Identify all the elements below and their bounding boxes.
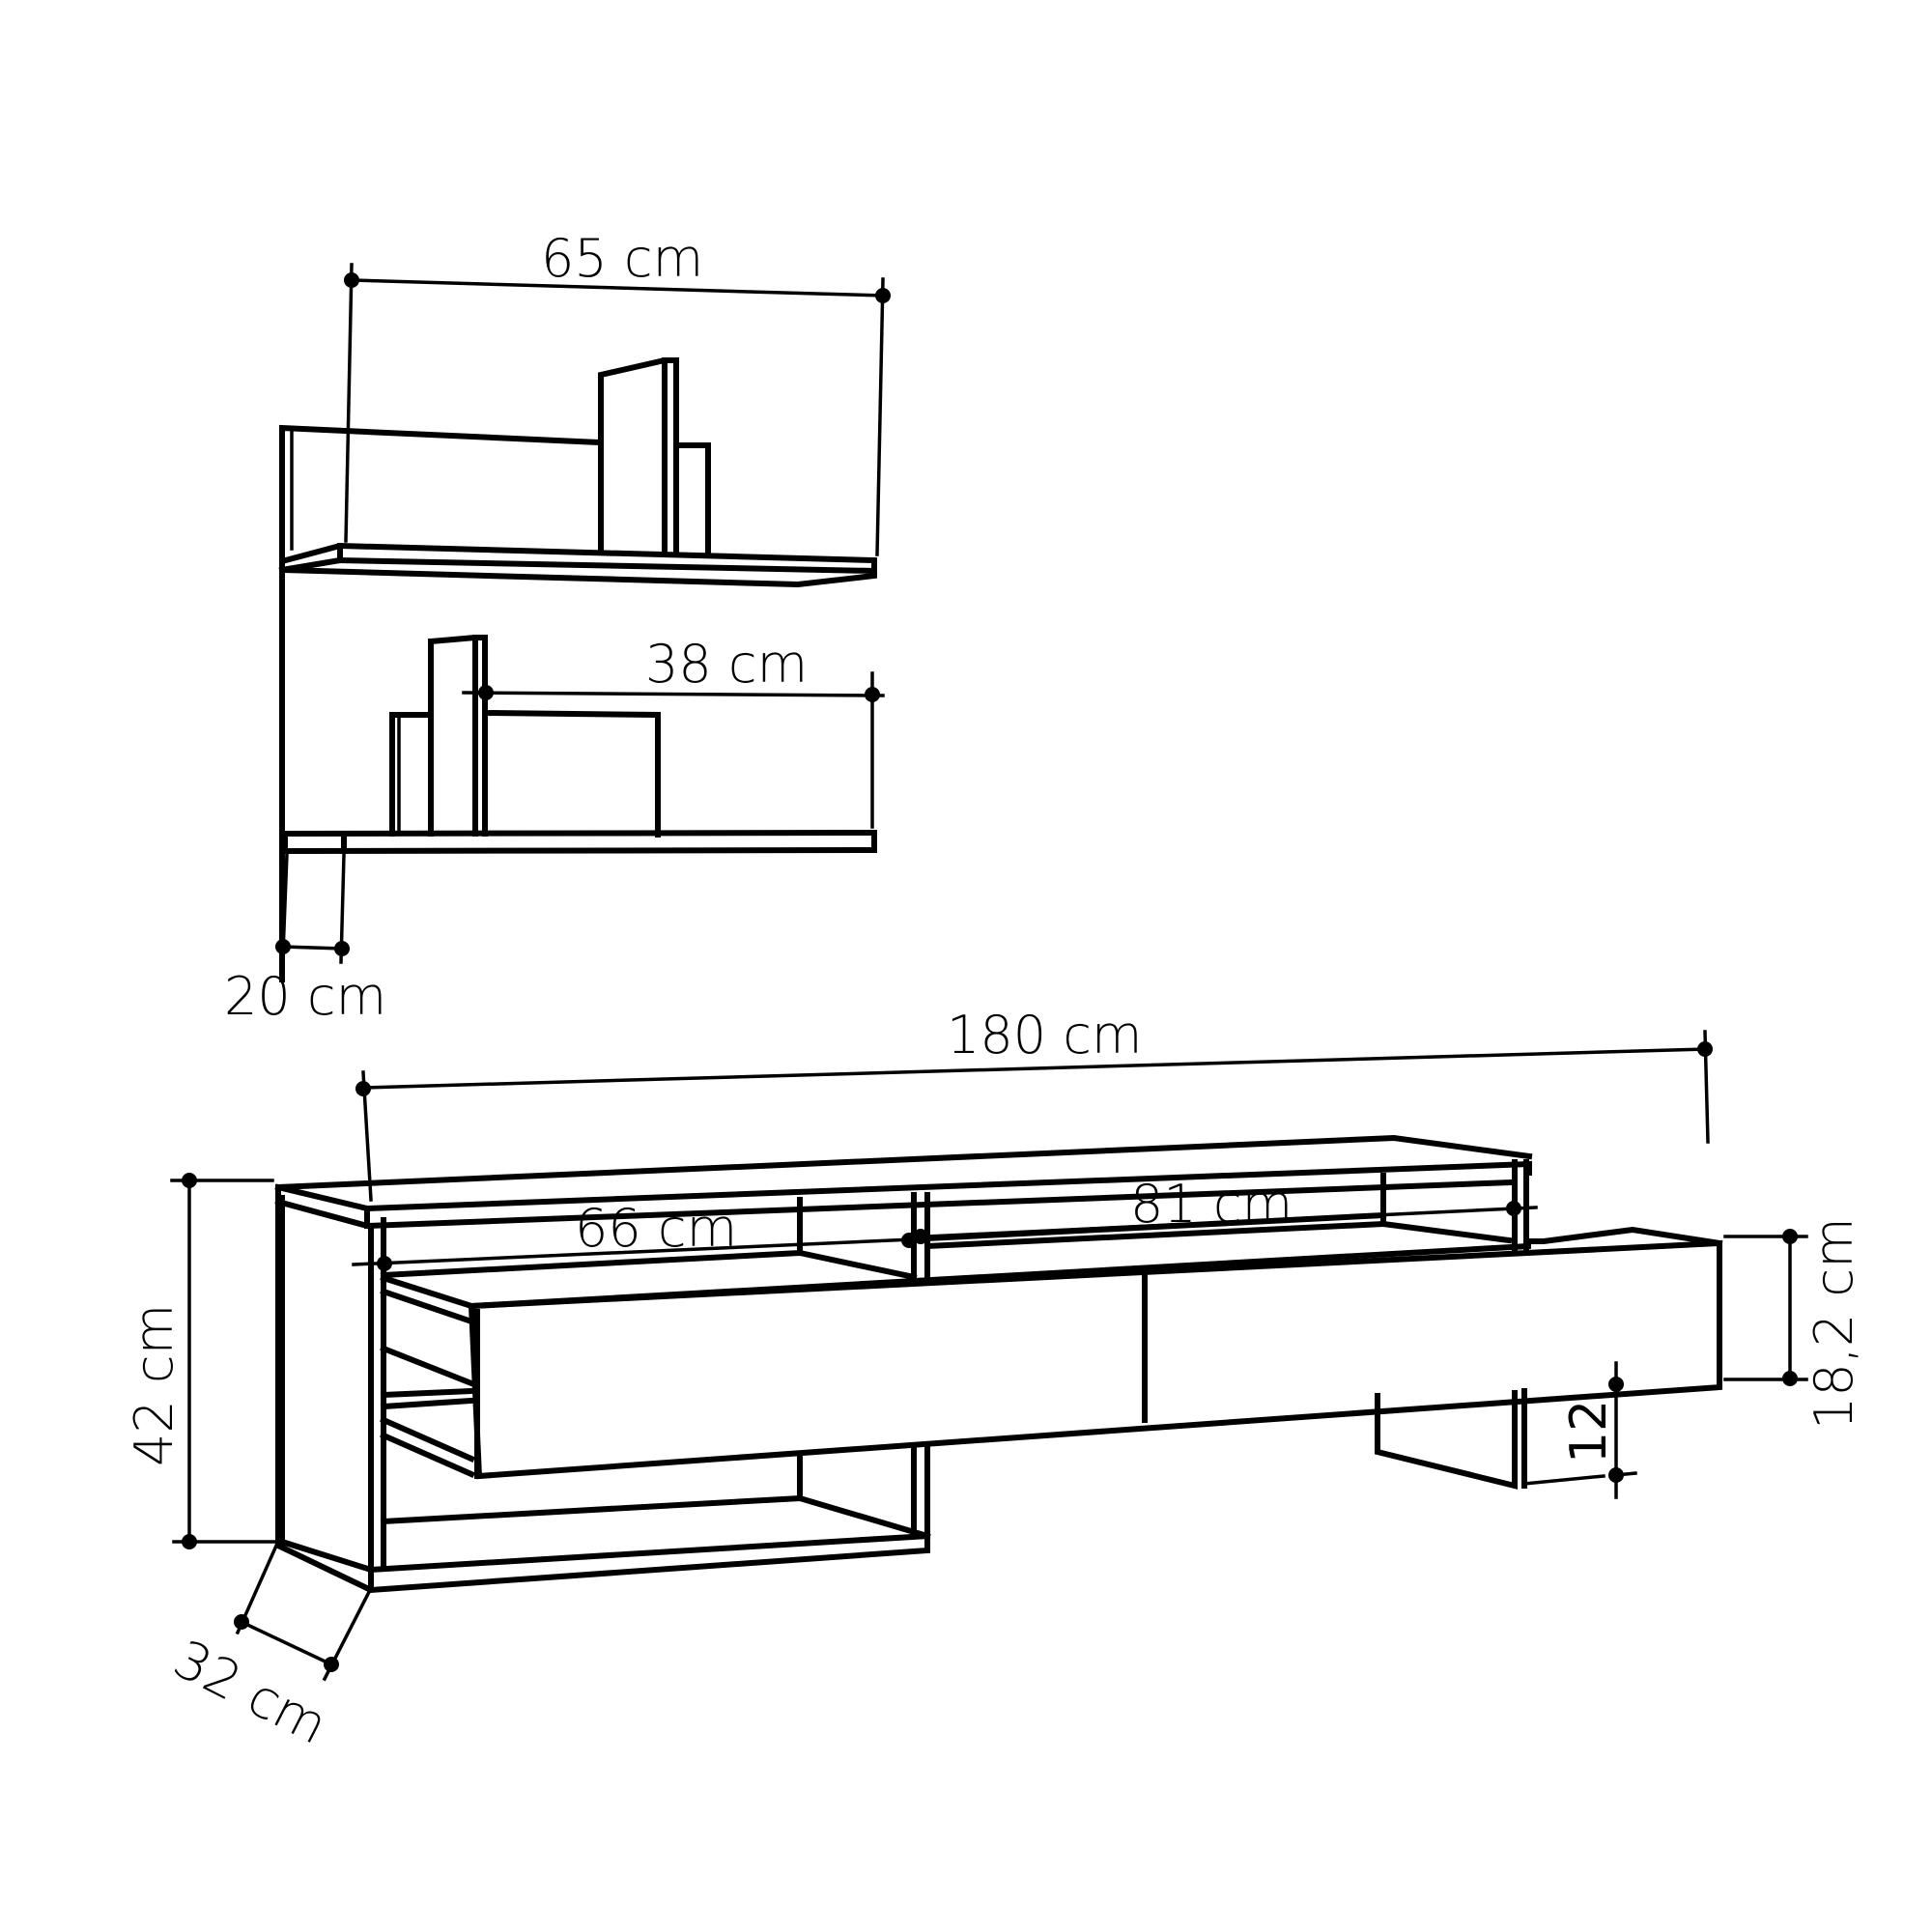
label-18-2cm: 18,2 cm	[1804, 1217, 1864, 1430]
label-32cm: 32 cm	[164, 1628, 336, 1755]
label-42cm: 42 cm	[124, 1304, 185, 1466]
label-38cm: 38 cm	[645, 634, 808, 695]
dimension-42cm: 42 cm	[124, 1173, 276, 1549]
dimension-81cm: 81 cm	[913, 1174, 1538, 1244]
label-20cm: 20 cm	[224, 966, 386, 1027]
dimension-66cm: 66 cm	[352, 1198, 917, 1271]
label-66cm: 66 cm	[575, 1198, 737, 1259]
wall-shelf-lower	[282, 635, 877, 855]
tv-unit	[273, 1134, 1723, 1594]
dimension-38cm: 38 cm	[462, 634, 885, 829]
dimension-65cm: 65 cm	[344, 228, 891, 556]
dimension-20cm: 20 cm	[224, 852, 386, 1027]
label-81cm: 81 cm	[1130, 1174, 1293, 1235]
wall-shelf-upper	[278, 357, 878, 982]
label-12: 12	[1560, 1400, 1618, 1463]
label-65cm: 65 cm	[541, 228, 703, 289]
dimension-12: 12	[1560, 1361, 1637, 1499]
dimension-18-2cm: 18,2 cm	[1723, 1217, 1864, 1430]
dimension-180cm: 180 cm	[355, 1005, 1713, 1202]
label-180cm: 180 cm	[947, 1005, 1143, 1065]
